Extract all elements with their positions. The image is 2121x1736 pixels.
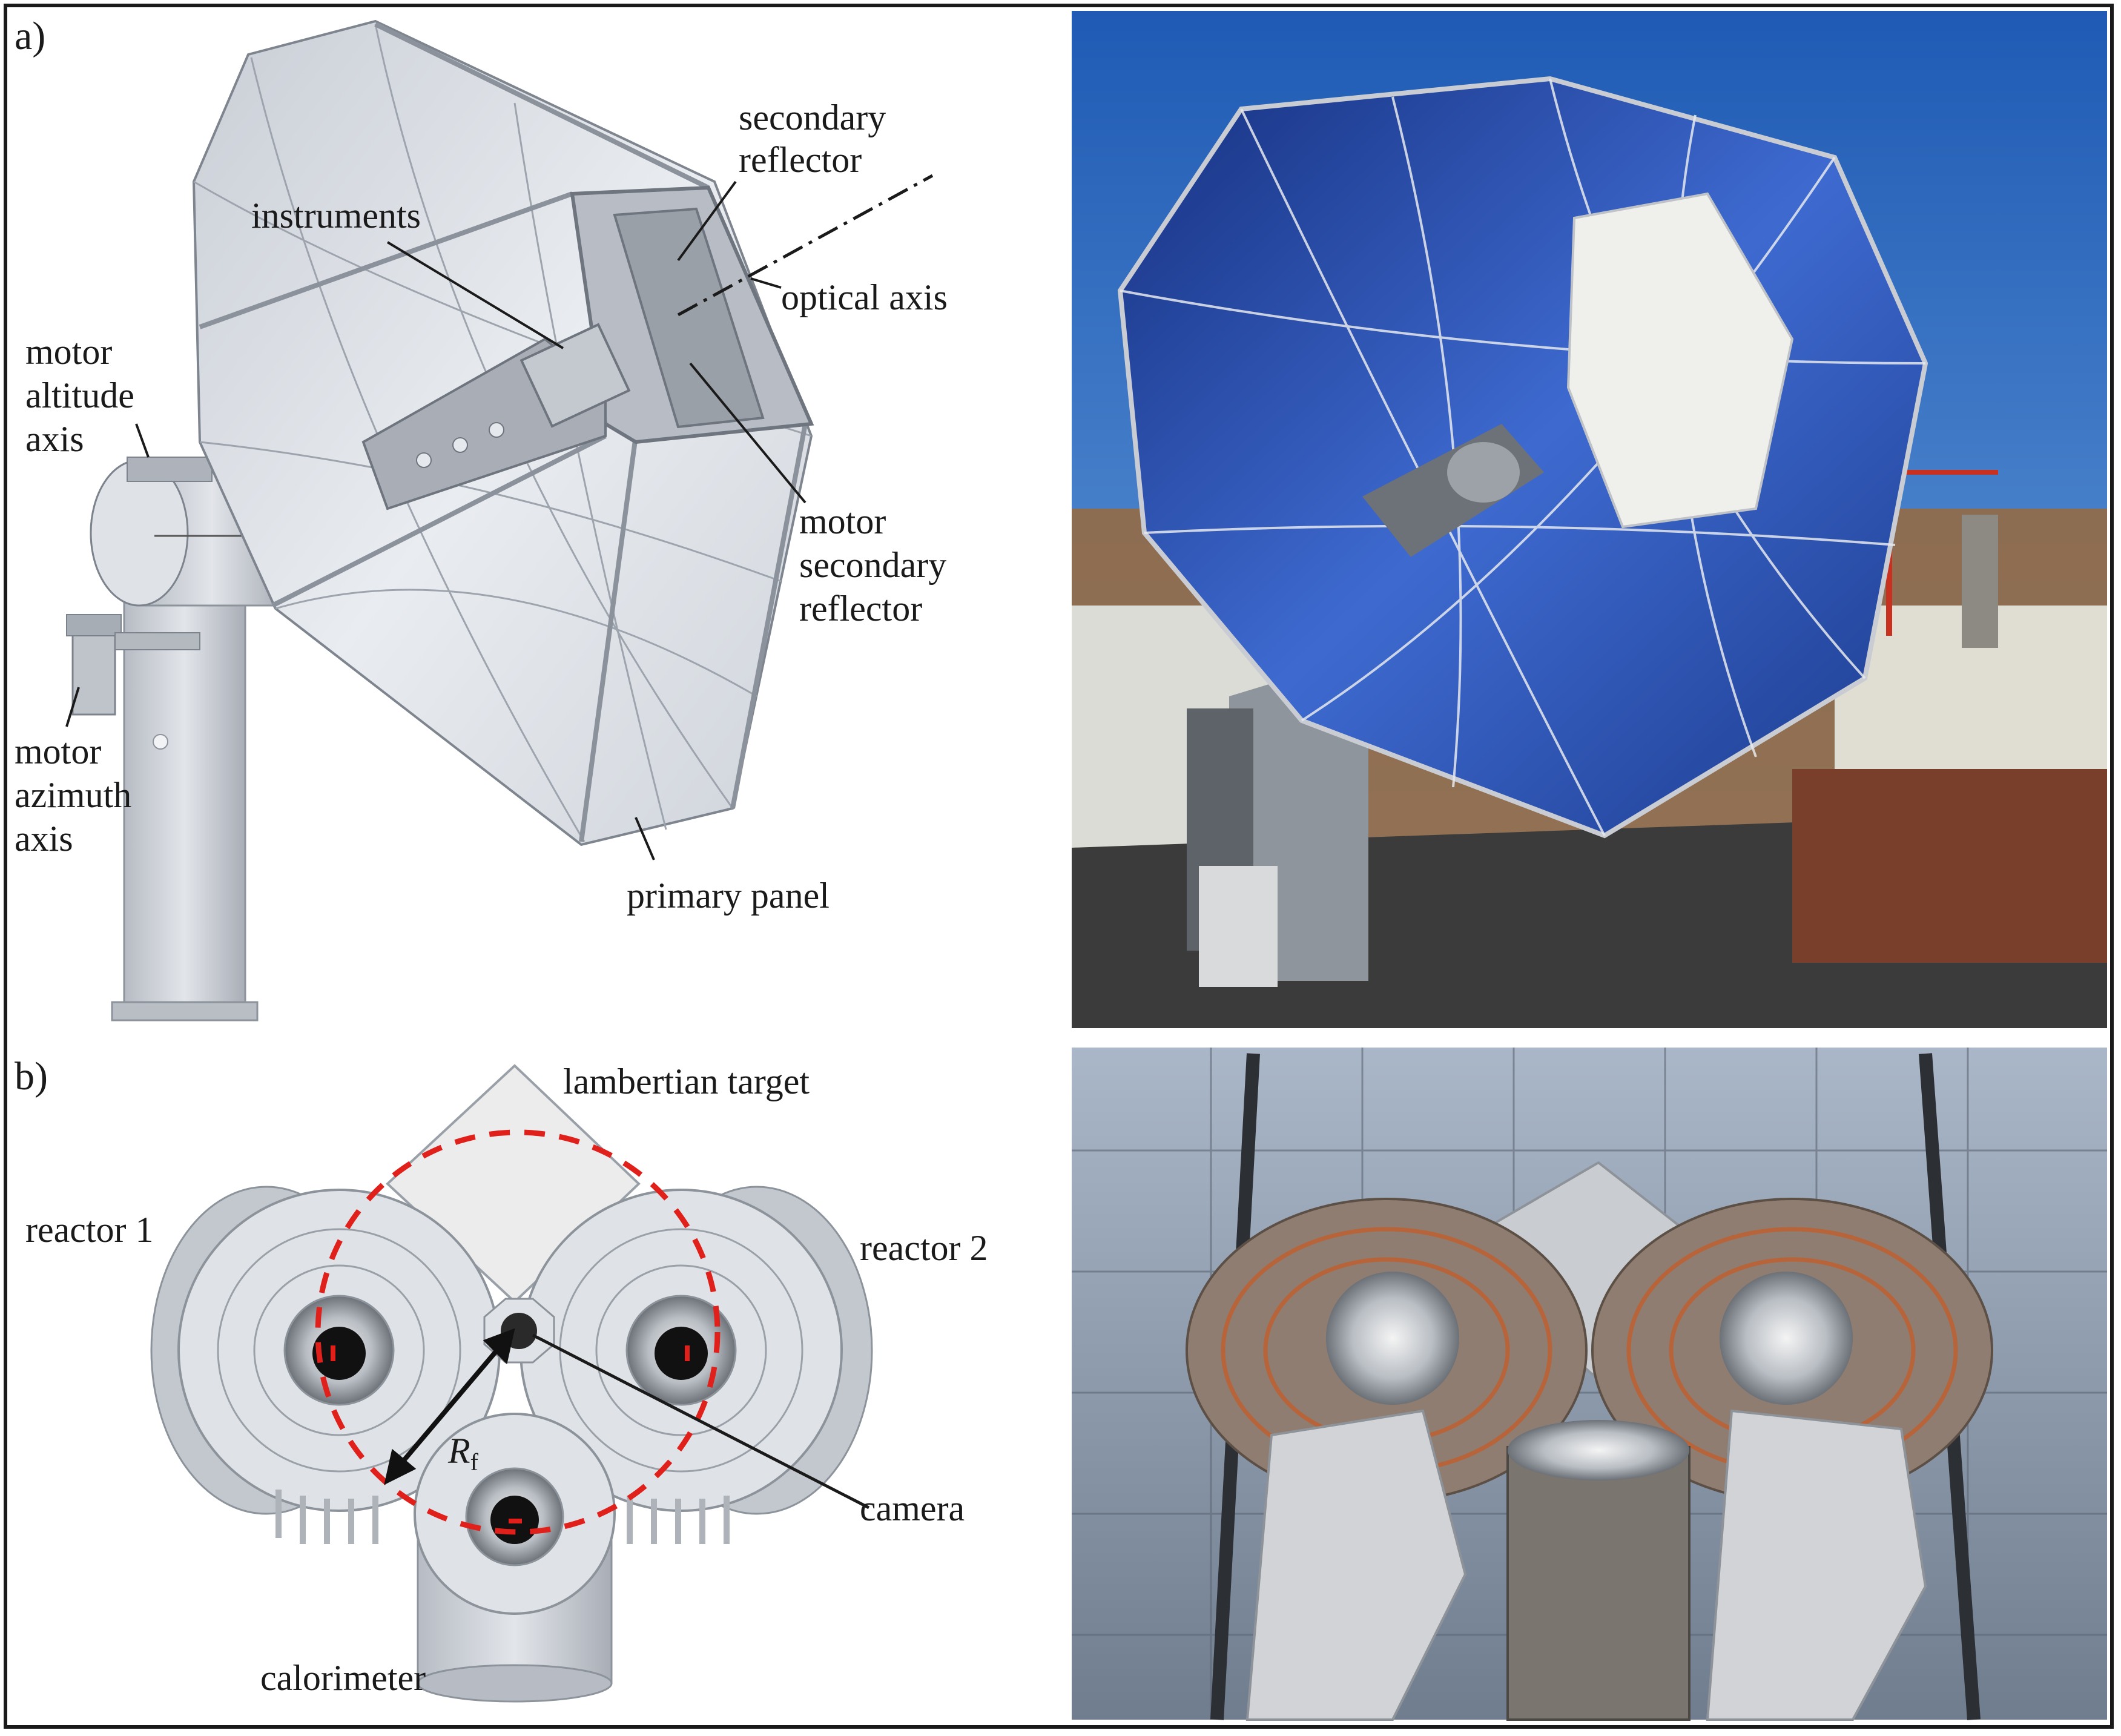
pedestal-pole — [123, 598, 246, 1006]
label-radius: Rf — [448, 1429, 478, 1484]
label-camera: camera — [860, 1488, 965, 1528]
target-markers — [331, 1345, 690, 1523]
label-reactor-1: reactor 1 — [25, 1210, 154, 1250]
instruments-head — [520, 323, 631, 428]
label-secondary-reflector-line1: secondary — [739, 97, 886, 137]
label-motor-altitude-line1: motor — [25, 332, 113, 372]
label-motor-secondary-line2: secondary — [799, 545, 947, 585]
label-optical-axis: optical axis — [781, 277, 948, 317]
label-motor-azimuth-line1: motor — [15, 731, 102, 771]
panel-a-letter: a) — [15, 14, 46, 58]
label-motor-secondary-line3: reflector — [799, 589, 923, 629]
panel-b-photo — [1072, 1048, 2107, 1721]
label-radius-subscript: f — [470, 1448, 478, 1476]
optical-axis-line — [677, 174, 934, 317]
reactor-2 — [520, 1186, 873, 1544]
label-motor-altitude-line2: altitude — [25, 375, 134, 415]
label-radius-symbol: R — [448, 1431, 470, 1471]
label-motor-azimuth-line3: axis — [15, 819, 73, 859]
label-calorimeter: calorimeter — [260, 1658, 426, 1698]
secondary-reflector — [613, 207, 765, 429]
radius-arrow — [384, 1328, 515, 1485]
azimuth-motor-cap — [66, 614, 122, 636]
calorimeter — [414, 1413, 616, 1703]
label-lambertian-target: lambertian target — [563, 1061, 810, 1101]
flux-radius-circle — [315, 1129, 721, 1535]
pedestal-base — [111, 1001, 259, 1021]
label-motor-altitude-line3: axis — [25, 419, 84, 459]
reactor-1 — [150, 1186, 501, 1544]
panel-b-render — [150, 1064, 873, 1703]
figure-frame — [4, 4, 2114, 1729]
label-secondary-reflector-line2: reflector — [739, 140, 862, 180]
label-motor-azimuth-line2: azimuth — [15, 775, 132, 815]
leader-lines-a — [65, 180, 807, 860]
label-primary-panel: primary panel — [627, 876, 830, 916]
camera-leader — [532, 1333, 870, 1510]
reactor-1-aperture — [312, 1327, 366, 1380]
reactor-2-aperture — [655, 1327, 708, 1380]
altitude-motor-box — [127, 457, 213, 482]
panel-b-letter: b) — [15, 1054, 48, 1098]
label-instruments: instruments — [251, 196, 421, 236]
azimuth-mount — [114, 632, 200, 650]
instruments-ports — [416, 422, 504, 468]
label-reactor-2: reactor 2 — [860, 1228, 988, 1268]
panel-a-photo — [1072, 11, 2107, 1028]
label-motor-secondary-line1: motor — [799, 501, 886, 541]
azimuth-motor — [71, 622, 116, 716]
pedestal-hole — [153, 734, 168, 750]
